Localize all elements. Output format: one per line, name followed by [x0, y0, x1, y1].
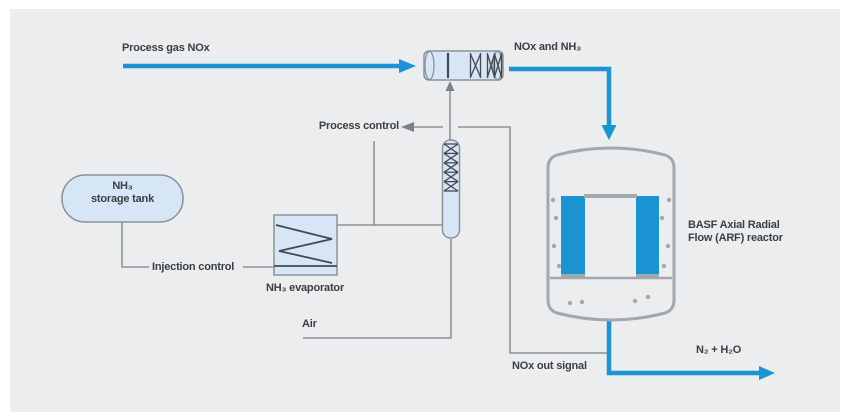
reactor-outlet-arrow: [606, 319, 775, 380]
reactor-label-line1: BASF Axial Radial: [688, 219, 780, 231]
catalyst-bed-right: [636, 196, 659, 274]
label-injection-control: Injection control: [152, 261, 235, 273]
mixer-element-2: [486, 53, 503, 78]
nox-nh3-arrow: [509, 66, 617, 140]
label-arf-reactor: BASF Axial Radial Flow (ARF) reactor: [688, 219, 783, 245]
label-nh3-evaporator: NH₃ evaporator: [265, 282, 345, 294]
control-signal-lines: [373, 122, 608, 354]
tank-label-line2: storage tank: [90, 193, 154, 205]
label-air: Air: [302, 318, 317, 330]
arf-reactor: [546, 146, 676, 322]
basket-top-cap: [584, 194, 637, 198]
basket-left-base: [561, 274, 585, 278]
evaporator-coil: [274, 224, 337, 267]
nh3-evaporator: [273, 214, 338, 276]
reactor-label-line2: Flow (ARF) reactor: [688, 232, 783, 244]
static-mixer: [423, 50, 504, 81]
label-nox-and-nh3: NOx and NH₃: [514, 41, 582, 53]
label-n2-h2o: N₂ + H₂O: [696, 344, 742, 356]
catalyst-bed-left: [561, 196, 585, 274]
injection-lance: [441, 139, 461, 239]
label-process-gas: Process gas NOx: [122, 42, 210, 54]
air-line: [303, 239, 452, 339]
nh3-storage-tank: [61, 174, 184, 223]
nh3-feed-lines: [121, 222, 442, 268]
label-nox-out-signal: NOx out signal: [512, 360, 587, 372]
mixer-element-1: [469, 53, 482, 78]
tank-label-line1: NH₃: [112, 180, 133, 192]
label-process-control: Process control: [318, 120, 399, 132]
perforation-dots: [550, 197, 672, 306]
basket-right-base: [636, 274, 659, 278]
process-gas-arrow: [123, 59, 416, 73]
mixer-up-arrowhead: [445, 81, 455, 91]
label-nh3-storage-tank: NH₃ storage tank: [62, 180, 183, 206]
lance-coil: [443, 143, 459, 192]
process-control-arrowhead: [401, 122, 414, 132]
lance-to-mixer-line: [445, 81, 455, 140]
reactor-shell: [546, 146, 676, 322]
